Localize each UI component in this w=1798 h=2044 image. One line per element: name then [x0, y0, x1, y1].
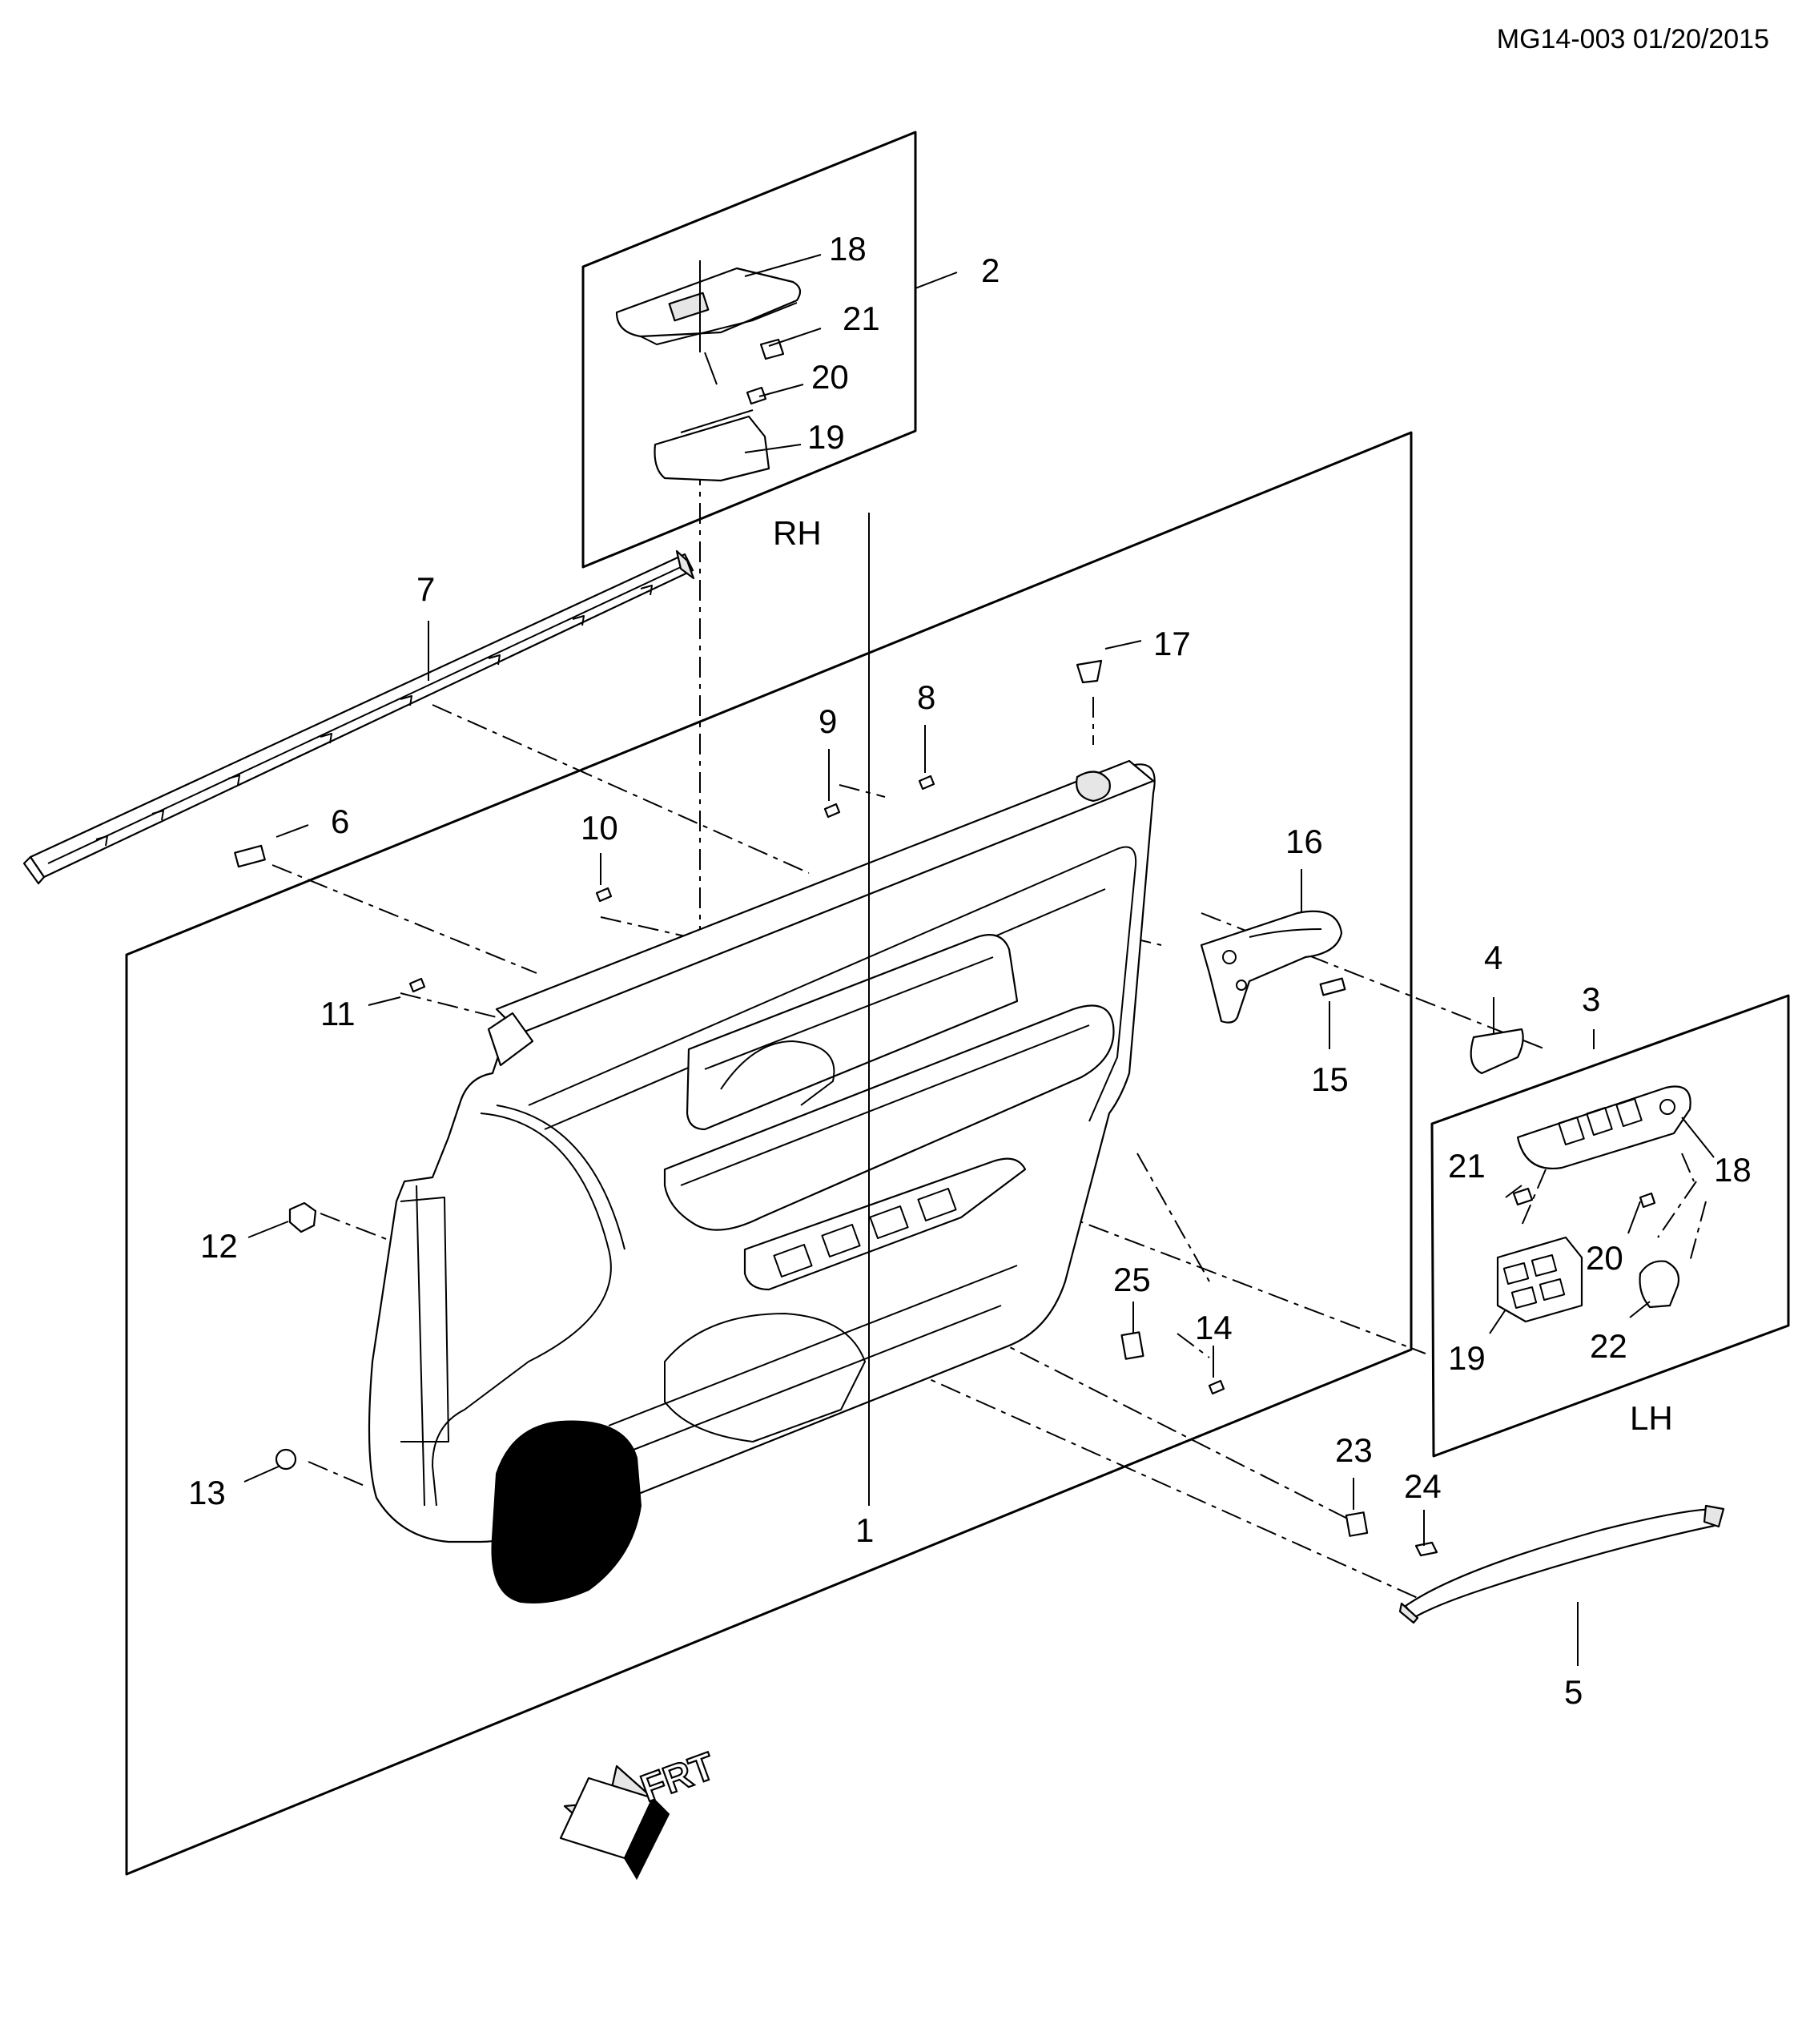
callout-24: 24: [1404, 1467, 1442, 1505]
callout-8: 8: [917, 678, 935, 716]
part-10-screw: [595, 887, 613, 903]
part-17-grommet: [1076, 659, 1103, 684]
callout-19-lh: 19: [1448, 1339, 1486, 1377]
callout-18-rh: 18: [829, 230, 867, 268]
callout-13: 13: [188, 1474, 226, 1511]
callout-1: 1: [855, 1511, 874, 1549]
document-id: MG14-003 01/20/2015: [1496, 24, 1769, 54]
callout-leaders: [243, 254, 1715, 1666]
callout-22: 22: [1590, 1327, 1627, 1365]
callout-6: 6: [331, 803, 349, 840]
frt-label: FRT: [636, 1745, 721, 1811]
callout-12: 12: [200, 1227, 238, 1265]
fasteners: [234, 659, 1438, 1557]
part-6-clip: [234, 844, 266, 868]
callout-10: 10: [581, 809, 618, 847]
callout-7: 7: [416, 570, 435, 608]
speaker-grille: [491, 1420, 642, 1603]
callout-17: 17: [1153, 625, 1191, 662]
part-14-screw: [1208, 1379, 1225, 1395]
part-11-screw: [408, 977, 426, 993]
callout-16: 16: [1285, 823, 1323, 860]
rh-panel-frame: [581, 131, 917, 569]
main-panel-frame: [125, 431, 1413, 1876]
part-4-trim-cover: [1470, 1028, 1524, 1075]
callout-15: 15: [1311, 1060, 1349, 1098]
callout-20-rh: 20: [811, 358, 849, 396]
part-5-lower-trim-strip: [1398, 1504, 1725, 1624]
lh-switch-assembly: [1496, 1085, 1691, 1323]
callout-11: 11: [320, 995, 356, 1032]
part-12-nut: [288, 1201, 317, 1233]
lh-panel-frame: [1430, 994, 1790, 1458]
callout-14: 14: [1195, 1309, 1233, 1346]
part-16-handle-bracket: [1200, 910, 1343, 1024]
callout-9: 9: [819, 702, 837, 740]
callout-2: 2: [981, 251, 1000, 289]
callout-20-lh: 20: [1586, 1239, 1623, 1277]
callout-19-rh: 19: [807, 418, 845, 456]
part-13-push-pin: [275, 1448, 297, 1471]
part-9-screw: [823, 803, 841, 819]
part-15-clip: [1319, 977, 1346, 996]
callout-18-lh: 18: [1714, 1151, 1752, 1189]
part-23-clip: [1345, 1511, 1369, 1537]
callout-4: 4: [1484, 939, 1502, 976]
part-24-screw: [1414, 1541, 1438, 1557]
callout-5: 5: [1564, 1673, 1583, 1711]
part-8-screw: [918, 775, 935, 791]
assembly-lines: [272, 465, 1707, 1599]
callout-numbers: 1 2 3 4 5 6 7 8 9 10 11 12 13 14 15 16 1…: [188, 230, 1752, 1711]
lh-panel-label: LH: [1630, 1399, 1673, 1437]
part-7-belt-sealing-strip: [22, 549, 695, 885]
callout-21-lh: 21: [1448, 1147, 1486, 1185]
callout-3: 3: [1582, 980, 1600, 1018]
callout-21-rh: 21: [843, 300, 880, 337]
rh-panel-label: RH: [773, 514, 822, 552]
callout-23: 23: [1335, 1431, 1373, 1469]
part-1-door-trim-panel: [368, 759, 1156, 1603]
front-direction-arrow-icon: FRT: [559, 1744, 722, 1881]
rh-switch-assembly: [615, 260, 802, 482]
callout-25: 25: [1113, 1261, 1151, 1298]
part-25-clip: [1120, 1331, 1144, 1360]
